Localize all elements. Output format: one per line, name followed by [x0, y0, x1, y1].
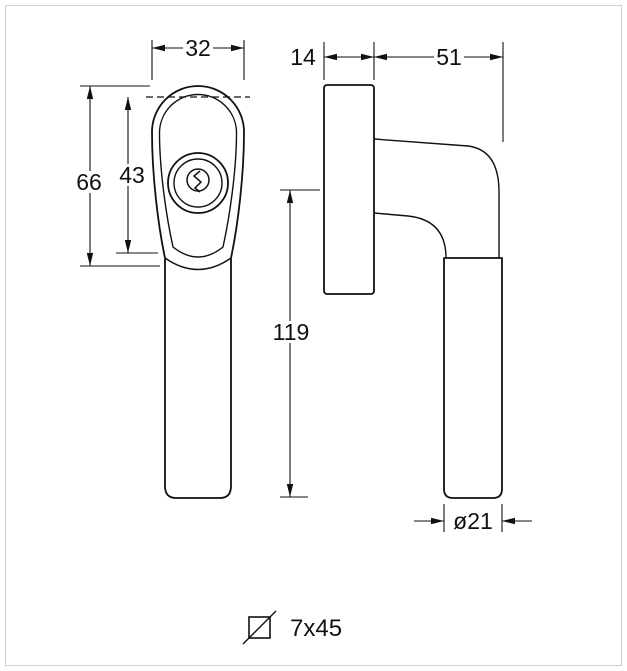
label-mask — [117, 164, 147, 186]
arrowhead — [286, 190, 294, 203]
key-profile-icon — [192, 170, 203, 193]
arrowhead — [361, 53, 374, 61]
arrowhead — [152, 44, 165, 52]
label-mask — [268, 321, 314, 343]
arrowhead — [86, 86, 94, 99]
dim-handle-reach-label: 51 — [436, 44, 462, 70]
dimension-rosette-height: 66 — [74, 85, 160, 267]
arrowhead — [374, 53, 387, 61]
dim-rosette-height-label: 66 — [76, 169, 102, 195]
front-view — [146, 85, 250, 499]
side-view — [323, 84, 503, 499]
arrowhead — [490, 53, 503, 61]
plate-profile-outline — [323, 84, 375, 295]
dimension-inner-height: 43 — [116, 97, 158, 254]
arrowhead — [324, 53, 337, 61]
arrowhead — [231, 44, 244, 52]
square-spindle-icon-slash — [242, 610, 277, 645]
neck-bottom-edge — [373, 212, 447, 259]
label-mask — [183, 37, 213, 59]
spindle-spec: 7x45 — [242, 610, 342, 645]
rosette-grip-outline — [151, 85, 245, 499]
cylinder-mid-circle — [173, 158, 223, 208]
square-spindle-icon — [248, 616, 271, 639]
label-mask — [434, 46, 464, 68]
arrowhead — [124, 240, 132, 253]
page-border — [5, 5, 622, 666]
label-mask — [74, 171, 104, 193]
dimension-grip-diameter: ø21 — [414, 504, 532, 534]
arrowhead — [124, 97, 132, 110]
dim-inner-height-label: 43 — [119, 162, 145, 188]
arrowhead — [286, 484, 294, 497]
dim-rosette-width-label: 32 — [185, 35, 211, 61]
dimension-rosette-width: 32 — [151, 35, 245, 80]
dimension-handle-reach: 51 — [374, 42, 504, 142]
dimension-handle-length: 119 — [268, 189, 320, 498]
dim-grip-diameter-label: ø21 — [453, 508, 493, 534]
grip-side-outline — [443, 257, 503, 499]
dim-plate-thickness-label: 14 — [290, 44, 316, 70]
arrowhead — [86, 253, 94, 266]
cylinder-outer-circle — [167, 152, 229, 214]
rosette-grip-junction — [164, 257, 232, 271]
neck-top-edge — [373, 138, 500, 258]
arrowhead — [502, 517, 515, 525]
dimension-plate-thickness: 14 — [290, 42, 375, 80]
spindle-spec-label: 7x45 — [290, 615, 342, 642]
dim-handle-length-label: 119 — [273, 319, 310, 345]
arrowhead — [431, 517, 444, 525]
